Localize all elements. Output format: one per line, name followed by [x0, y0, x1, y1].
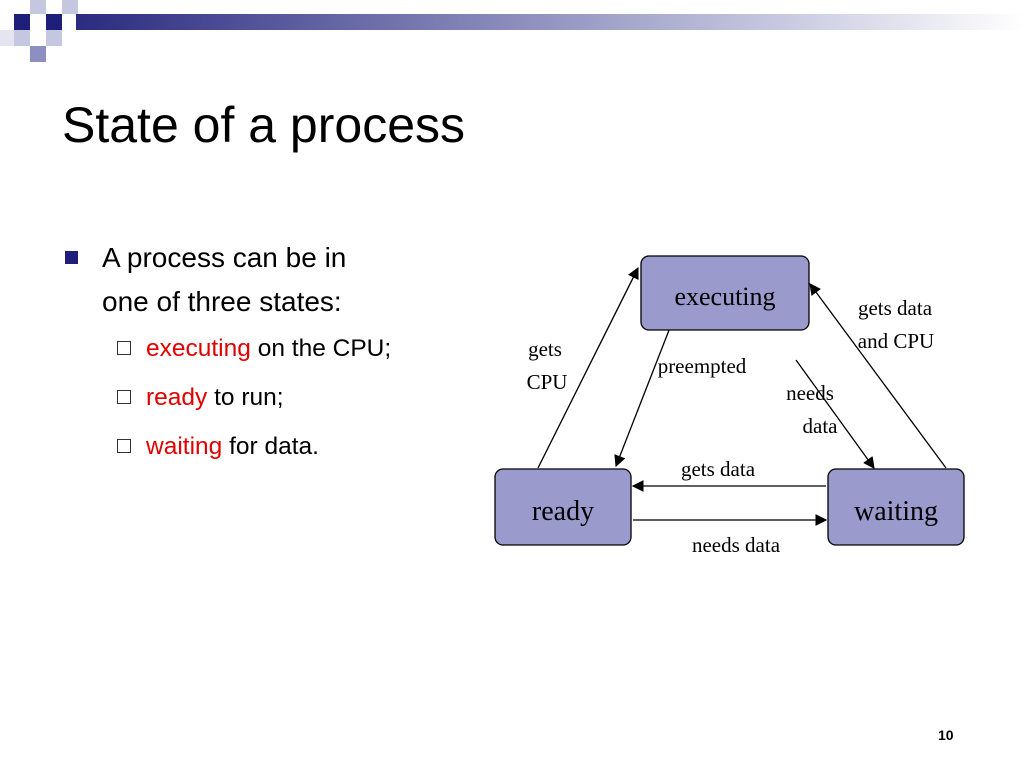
label-gets-cpu: gets: [528, 337, 562, 361]
sub-bullet: executing on the CPU;: [62, 324, 502, 373]
state-ready: ready: [494, 468, 632, 546]
sub-bullet-text: on the CPU;: [250, 335, 392, 362]
checkbox-bullet-icon: [117, 439, 131, 453]
highlight-term: waiting: [146, 433, 223, 460]
slide-title: State of a process: [62, 97, 466, 153]
bullet-main-line: A process can be in: [102, 242, 347, 273]
highlight-term: ready: [146, 384, 208, 411]
state-diagram: executing ready waiting gets CPU preempt…: [494, 255, 965, 557]
page-number: 10: [938, 727, 954, 743]
label-gets-data: gets data: [681, 457, 756, 481]
deco-square: [30, 0, 46, 14]
arrow-gets-data-and-cpu: [809, 283, 947, 469]
header-bar: [76, 14, 1024, 30]
bullet-main: A process can be in one of three states:: [62, 236, 502, 324]
highlight-term: executing: [146, 335, 251, 362]
sub-bullet-text: for data.: [222, 433, 319, 460]
state-waiting-label: waiting: [854, 496, 938, 527]
checkbox-bullet-icon: [117, 341, 131, 355]
label-gets-cpu: CPU: [527, 370, 568, 394]
label-needs-data: needs: [786, 381, 834, 405]
sub-bullet-text: to run;: [207, 384, 284, 411]
bullet-square-icon: [65, 251, 78, 264]
label-needs-data: data: [803, 414, 839, 438]
state-ready-label: ready: [532, 496, 594, 527]
label-needs-data-bottom: needs data: [692, 533, 781, 557]
arrow-gets-cpu: [537, 266, 639, 469]
deco-square: [46, 30, 62, 46]
header-decoration: [0, 0, 1024, 62]
deco-square: [0, 30, 14, 46]
checkbox-bullet-icon: [117, 390, 131, 404]
label-gets-data-and-cpu: gets data: [858, 296, 933, 320]
label-gets-data-and-cpu: and CPU: [858, 329, 934, 353]
bullet-list: A process can be in one of three states:…: [62, 236, 502, 471]
state-executing-label: executing: [674, 282, 775, 311]
deco-square: [14, 30, 30, 46]
state-executing: executing: [640, 255, 810, 331]
sub-bullet: ready to run;: [62, 373, 502, 422]
deco-square: [14, 14, 30, 30]
deco-square: [46, 14, 62, 30]
bullet-main-line: one of three states:: [102, 286, 342, 317]
deco-square: [30, 46, 46, 62]
label-preempted: preempted: [658, 354, 747, 378]
deco-square: [62, 0, 78, 14]
sub-bullet: waiting for data.: [62, 422, 502, 471]
arrow-needs-data: [795, 359, 875, 469]
state-waiting: waiting: [827, 468, 965, 546]
